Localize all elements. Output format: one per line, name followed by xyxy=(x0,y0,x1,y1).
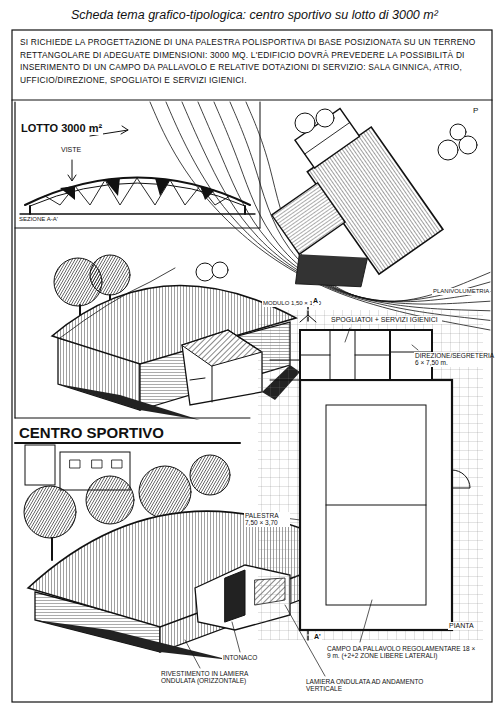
drawing-label: SPOGLIATOI + SERVIZI IGIENICI xyxy=(330,316,442,324)
brief-box: SI RICHIEDE LA PROGETTAZIONE DI UNA PALE… xyxy=(16,34,488,98)
drawing-label: CENTRO SPORTIVO xyxy=(18,424,165,441)
drawing-label: A' xyxy=(313,633,322,641)
drawing-label: RIVESTIMENTO IN LAMIERA ONDULATA (ORIZZO… xyxy=(160,670,282,685)
drawing-label: LOTTO 3000 m² xyxy=(20,122,103,135)
sheet-title: Scheda tema grafico-tipologica: centro s… xyxy=(70,8,497,22)
drawing-label: INTONACO xyxy=(222,654,258,661)
section-drawing xyxy=(20,178,255,215)
drawing-label: A xyxy=(312,297,319,305)
drawing-label: LAMIERA ONDULATA AD ANDAMENTO VERTICALE xyxy=(305,678,427,693)
sheet-frame xyxy=(12,30,492,702)
brief-text: SI RICHIEDE LA PROGETTAZIONE DI UNA PALE… xyxy=(20,36,484,86)
drawing-label: SEZIONE A-A' xyxy=(18,216,59,223)
site-plan xyxy=(228,100,443,317)
contour-line xyxy=(166,102,490,320)
drawing-label: PALESTRA 7,50 × 3,70 xyxy=(244,512,290,527)
drawing-label: DIREZIONE/SEGRETERIA 6 × 7,50 m. xyxy=(414,352,490,367)
drawing-label: PLANIVOLUMETRIA xyxy=(432,288,490,295)
drawing-label: P xyxy=(472,106,479,115)
drawing-label: CAMPO DA PALLAVOLO REGOLAMENTARE 18 × 9 … xyxy=(326,645,478,660)
drawing-label: PIANTA xyxy=(448,622,475,630)
leader-lines xyxy=(185,328,418,676)
contour-line xyxy=(246,102,490,302)
trees-plan xyxy=(295,109,477,160)
drawing-label: VISTE xyxy=(60,146,82,154)
